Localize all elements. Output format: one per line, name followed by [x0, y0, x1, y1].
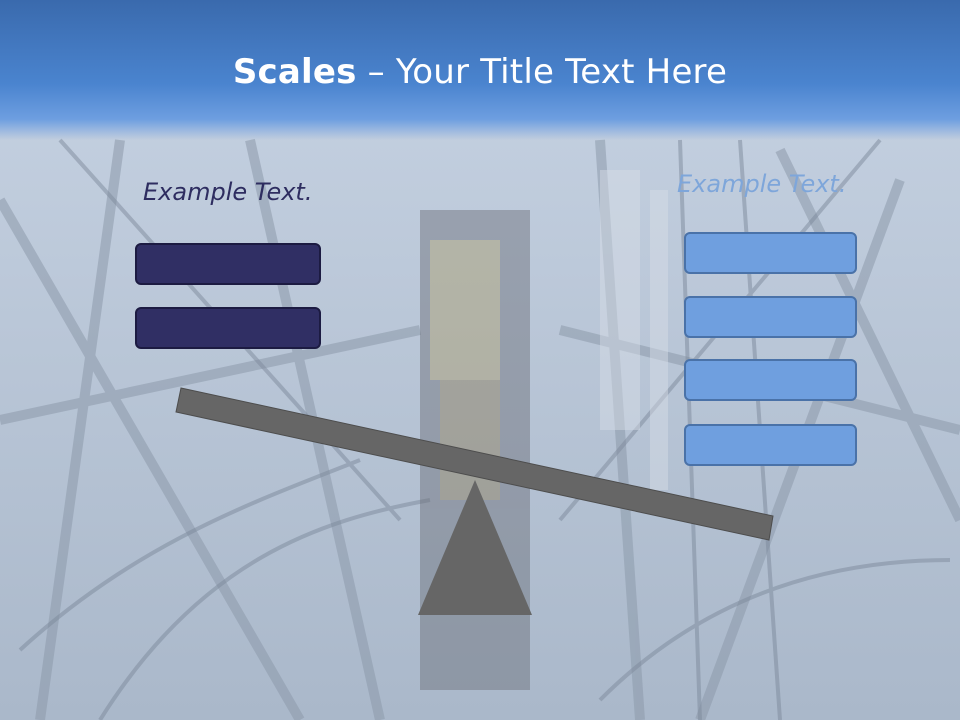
left-box-2: [135, 307, 321, 349]
slide-title: Scales – Your Title Text Here: [0, 52, 960, 92]
left-box-1: [135, 243, 321, 285]
right-box-4: [684, 424, 857, 466]
right-box-2: [684, 296, 857, 338]
title-bold-part: Scales: [232, 52, 357, 92]
scale-fulcrum-triangle: [418, 480, 532, 615]
right-box-1: [684, 232, 857, 274]
title-header-band: [0, 0, 960, 140]
title-rest-part: – Your Title Text Here: [356, 52, 728, 92]
scale-beam: [175, 387, 774, 541]
right-box-3: [684, 359, 857, 401]
right-example-label: Example Text.: [677, 170, 847, 198]
left-example-label: Example Text.: [143, 178, 313, 206]
